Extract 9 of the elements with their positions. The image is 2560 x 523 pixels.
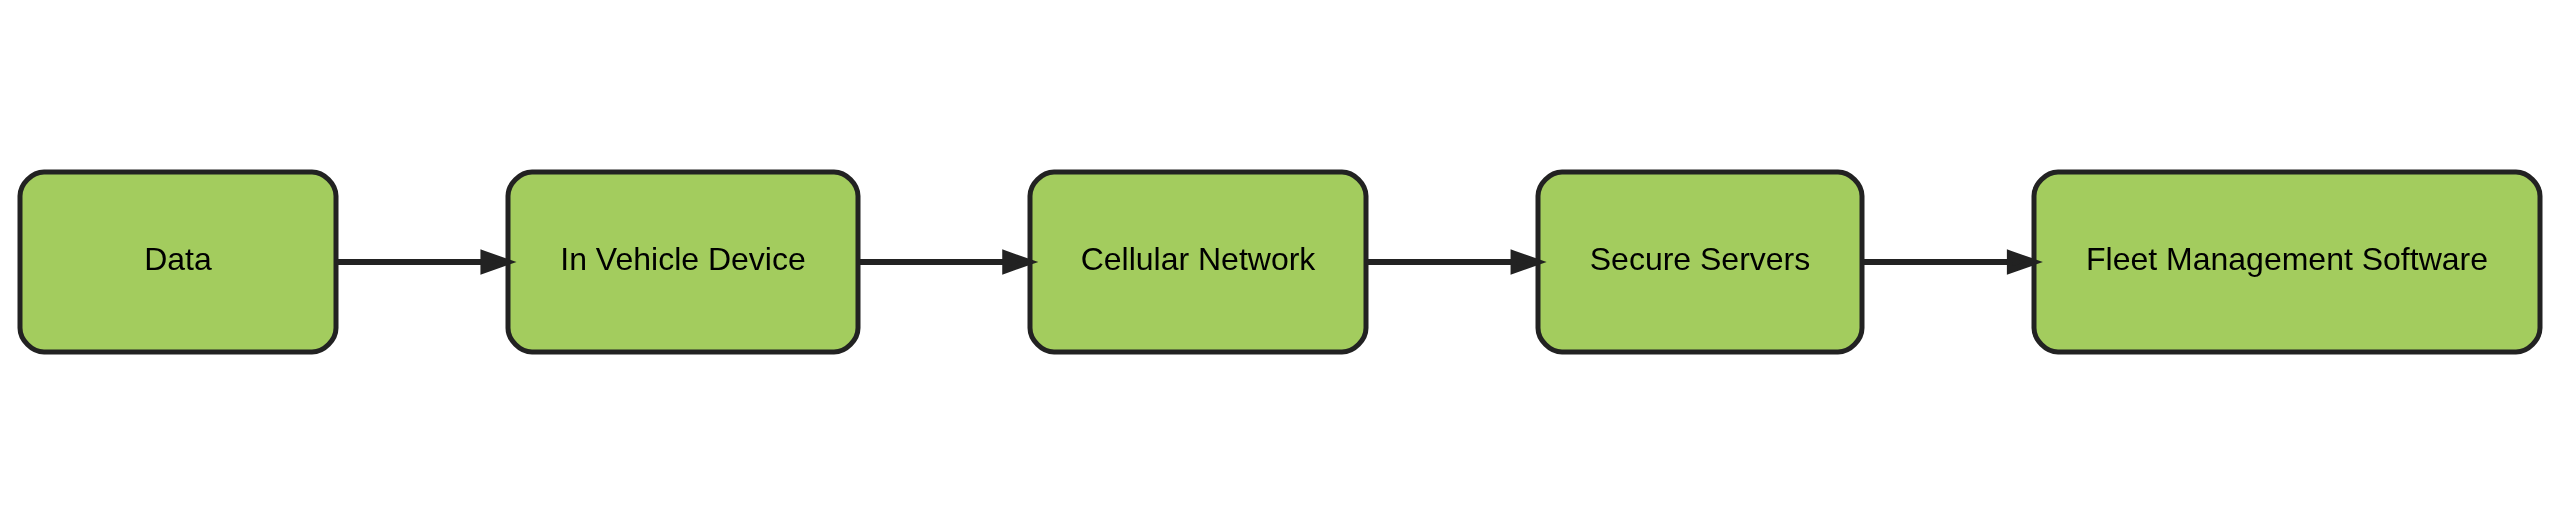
- arrow: [1862, 248, 2043, 275]
- node-box: Fleet Management Software: [2031, 169, 2543, 354]
- arrow: [1366, 248, 1547, 275]
- node-box: Cellular Network: [1027, 169, 1369, 354]
- node-box: Secure Servers: [1535, 169, 1865, 354]
- arrow: [858, 248, 1039, 275]
- arrow: [336, 248, 517, 275]
- node-box: In Vehicle Device: [505, 169, 861, 354]
- node-box: Data: [17, 169, 339, 354]
